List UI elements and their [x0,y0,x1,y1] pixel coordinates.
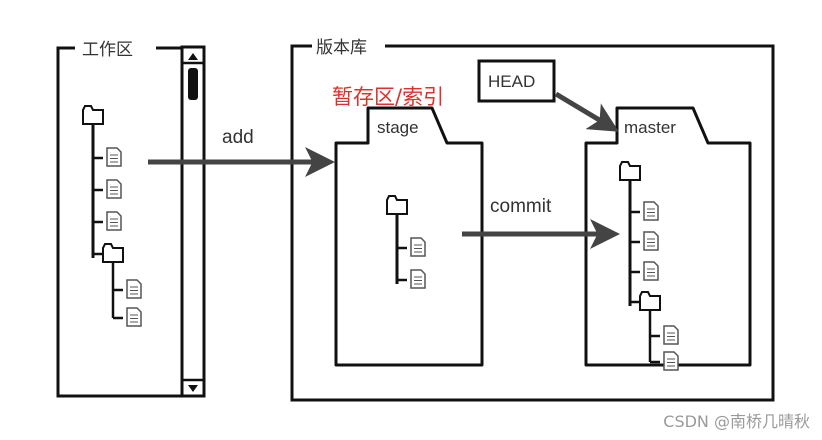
file-icon [643,261,659,281]
file-icon [663,351,679,371]
folder-icon [639,291,661,311]
file-icon [106,147,122,167]
master-folder: master [584,106,752,371]
scroll-up-arrow-icon[interactable] [188,53,198,60]
master-file-tree [619,161,679,371]
head-label: HEAD [488,72,535,91]
working-directory-file-tree [82,105,142,327]
file-icon [643,201,659,221]
file-icon [643,231,659,251]
folder-icon [82,105,104,125]
stage-file-tree [386,195,426,289]
staging-annotation: 暂存区/索引 [332,85,444,109]
head-pointer: HEAD [477,59,556,103]
stage-tab-label: stage [377,118,419,137]
commit-arrow: commit [462,196,620,249]
scrollbar[interactable] [180,45,206,398]
working-directory-panel: 工作区 [56,40,206,398]
scroll-down-arrow-icon[interactable] [188,385,198,392]
folder-icon [619,161,641,181]
file-icon [126,279,142,299]
scroll-thumb[interactable] [188,68,198,100]
watermark: CSDN @南桥几晴秋 [663,412,810,431]
master-tab-label: master [624,118,676,137]
stage-folder: stage [334,106,484,367]
commit-label: commit [490,196,552,217]
repository-panel: 版本库 暂存区/索引 stage master HEAD [290,38,775,402]
file-icon [126,307,142,327]
file-icon [663,325,679,345]
file-icon [410,269,426,289]
file-icon [106,211,122,231]
head-arrow [554,91,619,132]
folder-icon [386,195,408,215]
add-label: add [222,127,254,148]
file-icon [106,179,122,199]
file-icon [410,237,426,257]
working-directory-label: 工作区 [82,40,133,60]
repository-label: 版本库 [316,38,367,58]
add-arrow: add [148,127,335,177]
folder-icon [102,243,124,263]
